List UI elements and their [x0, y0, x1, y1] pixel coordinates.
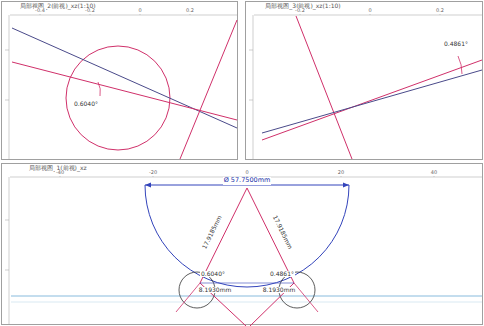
detail-view: [262, 16, 482, 159]
ruler-tick: 0: [137, 8, 142, 14]
view-frame: [246, 2, 483, 160]
view-frame: [2, 2, 238, 160]
length-dimension: 8.1930mm: [262, 287, 297, 294]
length-dimension: 17.9185mm: [201, 213, 224, 251]
angle-dimension: 0.4861°: [269, 271, 295, 278]
view-frame: [2, 164, 483, 325]
ruler-tick: 40: [430, 170, 438, 176]
ruler-tick: 0.2: [435, 8, 445, 14]
ruler-tick: 20: [337, 170, 345, 176]
ruler-tick: -0.2: [84, 8, 96, 14]
angle-dimension: 0.6040°: [73, 101, 99, 108]
main-view: [11, 183, 482, 326]
ruler-tick: 0.2: [185, 8, 195, 14]
ruler-tick: -0.4: [34, 8, 46, 14]
ruler: [5, 11, 482, 324]
ruler-tick: 0: [367, 8, 372, 14]
ruler-tick: -0.2: [294, 8, 306, 14]
angle-dimension: 0.6040°: [200, 271, 226, 278]
ruler-tick: -40: [55, 170, 65, 176]
angle-dimension: 0.4861°: [443, 41, 469, 48]
ruler-tick: -20: [148, 170, 158, 176]
length-dimension: 17.9185mm: [271, 213, 294, 251]
diameter-dimension: Ø 57.7500mm: [223, 177, 272, 184]
ruler-tick: 0: [244, 170, 249, 176]
detail-view: [12, 20, 237, 159]
length-dimension: 8.1930mm: [198, 287, 233, 294]
